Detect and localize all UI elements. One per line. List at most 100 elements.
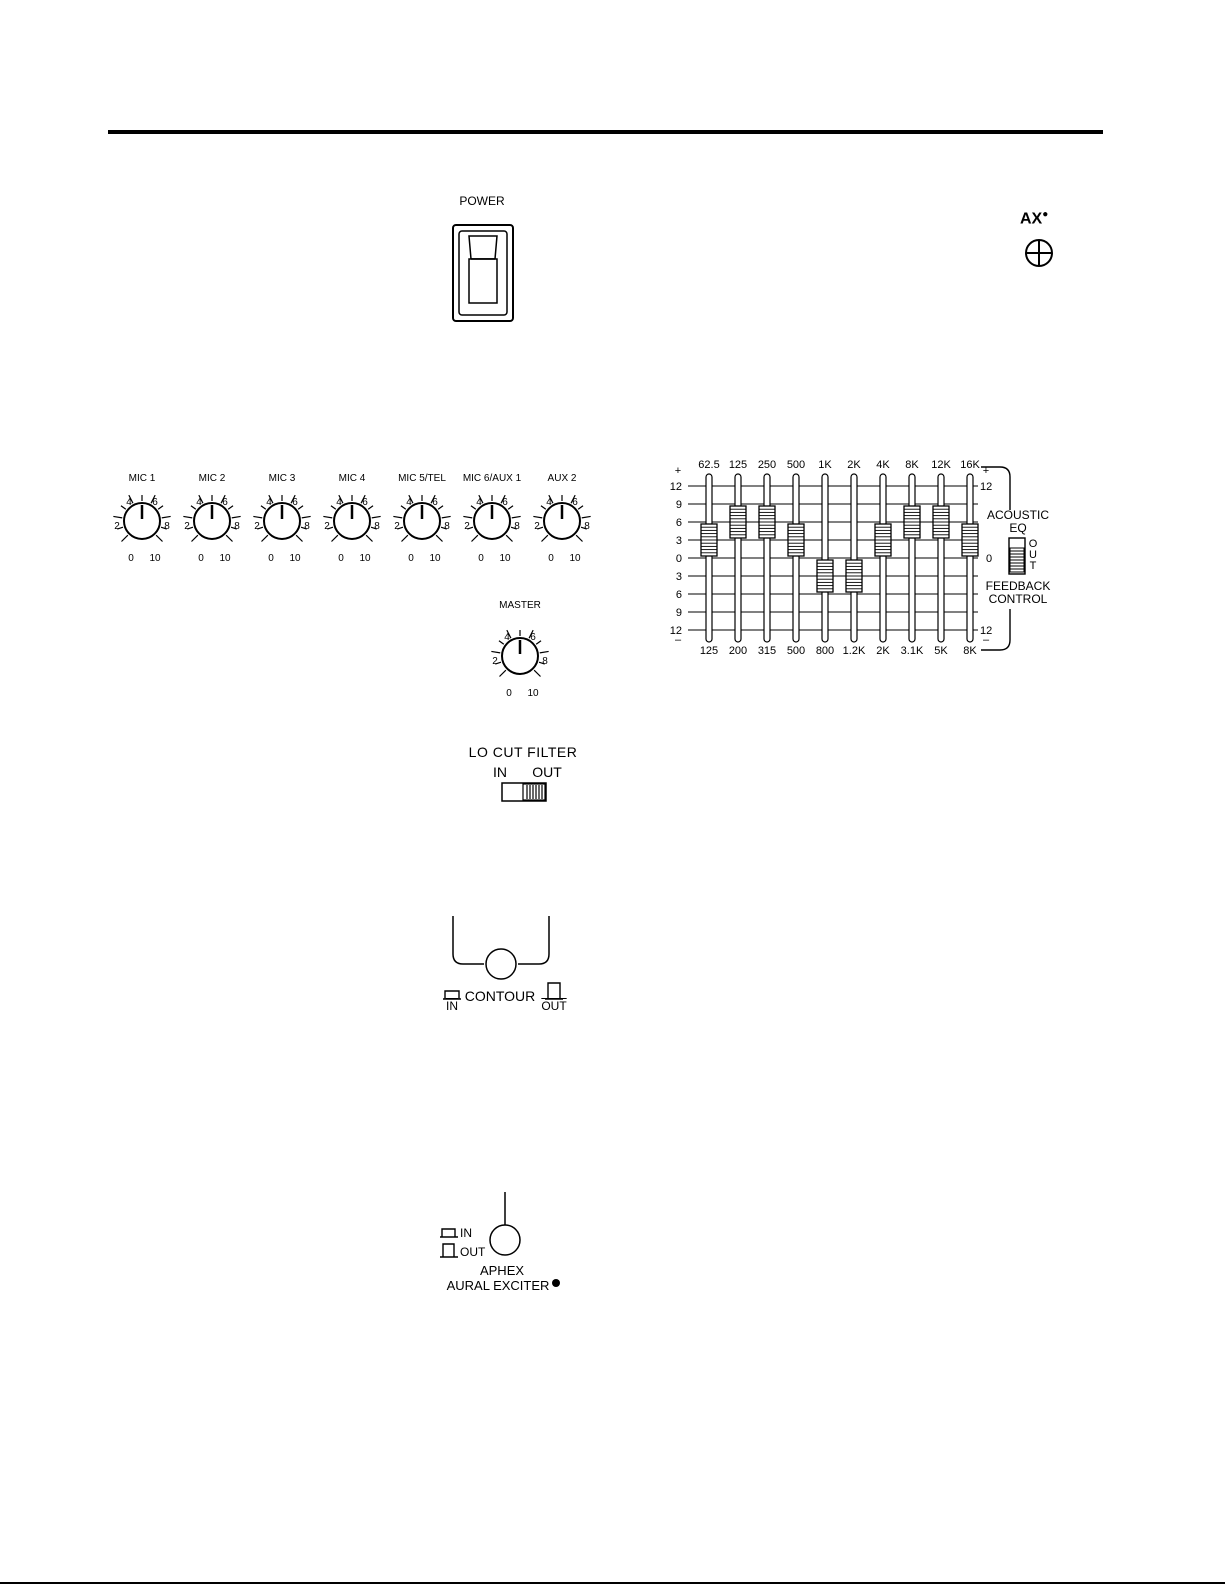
knob-scale-label: 0 (198, 553, 204, 564)
eq-top-freq-label: 2K (847, 459, 861, 471)
knob-tick (510, 526, 517, 530)
eq-scale-label: 9 (676, 499, 682, 511)
knob-scale-label: 2 (534, 521, 540, 532)
eq-top-freq-label: 500 (787, 459, 805, 471)
knob-scale-label: 8 (304, 521, 310, 532)
lo-cut-switch[interactable] (501, 782, 547, 802)
aphex-title: APHEX (479, 1263, 525, 1278)
knob-tick (539, 650, 549, 654)
eq-slider-knob-5[interactable] (816, 559, 834, 593)
eq-right-12-bottom: 12 (980, 625, 992, 637)
knob-tick (257, 526, 264, 530)
eq-slider-knob-1[interactable] (700, 523, 718, 557)
eq-slider-track (908, 473, 916, 643)
eq-slider-knob-2[interactable] (729, 505, 747, 539)
knob-tick (301, 515, 311, 519)
knob-scale-label: 4 (196, 497, 202, 508)
knob-scale-label: 0 (338, 553, 344, 564)
knob-scale-label: 0 (408, 553, 414, 564)
eq-slider-track (734, 473, 742, 643)
knob-tick (540, 505, 547, 510)
knob-label-mic4: MIC 4 (338, 473, 366, 484)
knob-tick (499, 669, 507, 677)
eq-bottom-freq-label: 500 (787, 645, 805, 657)
knob-scale-label: 0 (128, 553, 134, 564)
knob-scale-label: 8 (444, 521, 450, 532)
knob-scale-label: 4 (336, 497, 342, 508)
eq-top-freq-label: 16K (960, 459, 980, 471)
eq-scale-label: 0 (676, 553, 682, 565)
knob-tick (331, 534, 339, 542)
knob-tick (230, 526, 237, 530)
knob-tick (370, 526, 377, 530)
knob-tick (150, 494, 156, 504)
eq-slider-knob-3[interactable] (758, 505, 776, 539)
eq-bottom-freq-label: 315 (758, 645, 776, 657)
knob-tick (290, 494, 296, 504)
knob-scale-label: 2 (324, 521, 330, 532)
knob-scale-label: 2 (114, 521, 120, 532)
knob-tick (533, 515, 543, 519)
eq-slider-knob-8[interactable] (903, 505, 921, 539)
knob-tick (268, 494, 274, 504)
knob-tick (330, 505, 337, 510)
eq-bottom-freq-label: 200 (729, 645, 747, 657)
knob-scale-label: 4 (476, 497, 482, 508)
knob-tick (113, 515, 123, 519)
knob-scale-label: 8 (584, 521, 590, 532)
knob-label-mic6: MIC 6/AUX 1 (462, 473, 522, 484)
lo-cut-label: LO CUT FILTER (468, 744, 578, 760)
eq-slider-knob-9[interactable] (932, 505, 950, 539)
knob-tick (300, 526, 307, 530)
aphex-button[interactable] (488, 1190, 522, 1258)
power-switch[interactable] (452, 224, 514, 322)
contour-button[interactable] (485, 948, 517, 980)
knob-tick (535, 640, 542, 645)
eq-scale-label: 9 (676, 607, 682, 619)
knob-tick (393, 515, 403, 519)
knob-tick (528, 629, 534, 639)
knob-tick (400, 505, 407, 510)
eq-bottom-freq-label: 8K (963, 645, 977, 657)
ax-jack[interactable] (1022, 237, 1056, 269)
acoustic-eq-label-2: EQ (1009, 521, 1026, 535)
eq-bottom-freq-label: 2K (876, 645, 890, 657)
knob-tick (581, 515, 591, 519)
eq-slider-knob-10[interactable] (961, 523, 979, 557)
eq-slider-knob-7[interactable] (874, 523, 892, 557)
knob-scale-label: 8 (164, 521, 170, 532)
knob-scale-label: 10 (219, 553, 231, 564)
knob-tick (498, 640, 505, 645)
knob-tick (190, 505, 197, 510)
eq-slider-track (763, 473, 771, 643)
eq-right-minus: – (983, 634, 990, 646)
knob-scale-label: 4 (546, 497, 552, 508)
knob-tick (323, 515, 333, 519)
knob-scale-label: 8 (234, 521, 240, 532)
eq-top-freq-label: 12K (931, 459, 951, 471)
knob-label-mic3: MIC 3 (268, 473, 296, 484)
feedback-switch[interactable] (1008, 537, 1026, 575)
eq-plus-sign: + (675, 465, 681, 477)
aphex-in-label: IN (460, 1226, 472, 1240)
knob-label-aux2: AUX 2 (547, 473, 577, 484)
eq-slider-knob-6[interactable] (845, 559, 863, 593)
eq-slider-knob-4[interactable] (787, 523, 805, 557)
bottom-rule (0, 1582, 1225, 1584)
knob-scale-label: 10 (149, 553, 161, 564)
eq-bottom-freq-label: 1.2K (843, 645, 866, 657)
knob-tick (198, 494, 204, 504)
contour-in-label: IN (446, 999, 458, 1013)
contour-label: CONTOUR (464, 988, 536, 1004)
eq-slider-track (966, 473, 974, 643)
knob-tick (161, 515, 171, 519)
eq-bracket-top (981, 466, 1011, 510)
